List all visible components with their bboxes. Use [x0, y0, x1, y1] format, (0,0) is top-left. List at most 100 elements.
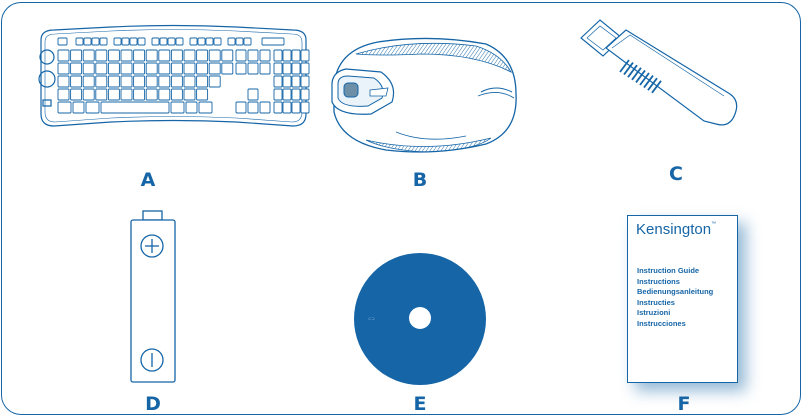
keyboard-key	[292, 89, 300, 100]
keyboard-key	[146, 50, 157, 61]
keyboard-key	[283, 102, 291, 113]
keyboard-key	[86, 102, 99, 113]
keyboard-key	[248, 50, 258, 61]
keyboard-key	[83, 89, 94, 100]
keyboard-key	[184, 76, 195, 87]
mouse-illustration	[326, 32, 526, 162]
keyboard-key	[58, 63, 69, 74]
keyboard-key	[301, 89, 309, 100]
keyboard-key	[283, 89, 291, 100]
keyboard-key	[236, 50, 246, 61]
keyboard-key	[108, 63, 119, 74]
usb-receiver-illustration	[578, 16, 743, 136]
keyboard-key	[274, 76, 282, 87]
keyboard-key	[184, 63, 195, 74]
keyboard-key	[152, 38, 159, 45]
keyboard-key	[184, 89, 195, 100]
keyboard-key	[283, 76, 291, 87]
label-c: C	[656, 163, 696, 185]
keyboard-key	[71, 89, 82, 100]
keyboard-key	[244, 38, 251, 45]
keyboard-key	[171, 63, 182, 74]
keyboard-key	[122, 38, 129, 45]
keyboard-key	[134, 76, 145, 87]
label-d: D	[133, 393, 173, 415]
keyboard-key	[146, 89, 157, 100]
keyboard-key	[301, 50, 309, 61]
keyboard-key	[301, 102, 309, 113]
keyboard-key	[274, 89, 282, 100]
keyboard-key	[159, 89, 170, 100]
keyboard-key	[71, 76, 82, 87]
keyboard-key	[292, 76, 300, 87]
keyboard-key	[209, 63, 220, 74]
label-a: A	[128, 169, 168, 191]
keyboard-key	[171, 102, 184, 113]
keyboard-key	[58, 89, 69, 100]
keyboard-key	[292, 102, 300, 113]
keyboard-key	[197, 76, 208, 87]
keyboard-key	[248, 89, 258, 100]
keyboard-key	[186, 102, 197, 113]
keyboard-key	[83, 63, 94, 74]
keyboard-key	[199, 102, 212, 113]
manual-line: Instrucciones	[637, 319, 713, 330]
keyboard-key	[274, 63, 282, 74]
manual-language-list: Instruction Guide Instructions Bedienung…	[637, 266, 713, 329]
keyboard-key	[222, 63, 233, 74]
keyboard-key	[83, 50, 94, 61]
keyboard-key	[159, 50, 170, 61]
keyboard-key	[248, 63, 258, 74]
keyboard-key	[283, 63, 291, 74]
keyboard-key	[121, 50, 132, 61]
label-b: B	[400, 169, 440, 191]
keyboard-key	[236, 63, 246, 74]
keyboard-key	[76, 38, 83, 45]
keyboard-illustration	[36, 22, 311, 132]
keyboard-key	[159, 76, 170, 87]
keyboard-key	[228, 38, 235, 45]
keyboard-key	[101, 102, 169, 113]
keyboard-key	[96, 76, 107, 87]
instruction-guide-booklet: Kensington™ Instruction Guide Instructio…	[627, 215, 738, 383]
keyboard-key	[260, 50, 270, 61]
keyboard-key	[121, 76, 132, 87]
keyboard-key	[121, 89, 132, 100]
keyboard-key	[301, 63, 309, 74]
keyboard-key	[197, 89, 208, 100]
keyboard-key	[283, 50, 291, 61]
keyboard-key	[108, 89, 119, 100]
keyboard-key	[209, 76, 220, 87]
keyboard-key	[197, 63, 208, 74]
keyboard-key	[214, 38, 221, 45]
keyboard-key	[146, 76, 157, 87]
keyboard-key	[292, 63, 300, 74]
keyboard-key	[190, 38, 197, 45]
keyboard-key	[292, 50, 300, 61]
cd-disc-illustration: ⊂⊃	[353, 252, 487, 386]
keyboard-key	[84, 38, 91, 45]
keyboard-key	[260, 102, 270, 113]
keyboard-key	[274, 50, 282, 61]
keyboard-key	[83, 76, 94, 87]
keyboard-key	[58, 38, 67, 45]
label-f: F	[664, 393, 704, 415]
keyboard-key	[58, 76, 69, 87]
keyboard-key	[134, 50, 145, 61]
manual-line: Instructies	[637, 298, 713, 309]
keyboard-key	[171, 76, 182, 87]
keyboard-key	[159, 63, 170, 74]
keyboard-key	[197, 50, 208, 61]
keyboard-key	[114, 38, 121, 45]
keyboard-key	[96, 89, 107, 100]
keyboard-key	[171, 89, 182, 100]
keyboard-key	[236, 102, 246, 113]
keyboard-key	[100, 38, 107, 45]
manual-line: Instructions	[637, 277, 713, 288]
keyboard-key	[168, 38, 175, 45]
keyboard-key	[58, 102, 71, 113]
keyboard-key	[96, 50, 107, 61]
keyboard-key	[209, 50, 220, 61]
keyboard-key	[134, 89, 145, 100]
keyboard-key	[222, 50, 233, 61]
